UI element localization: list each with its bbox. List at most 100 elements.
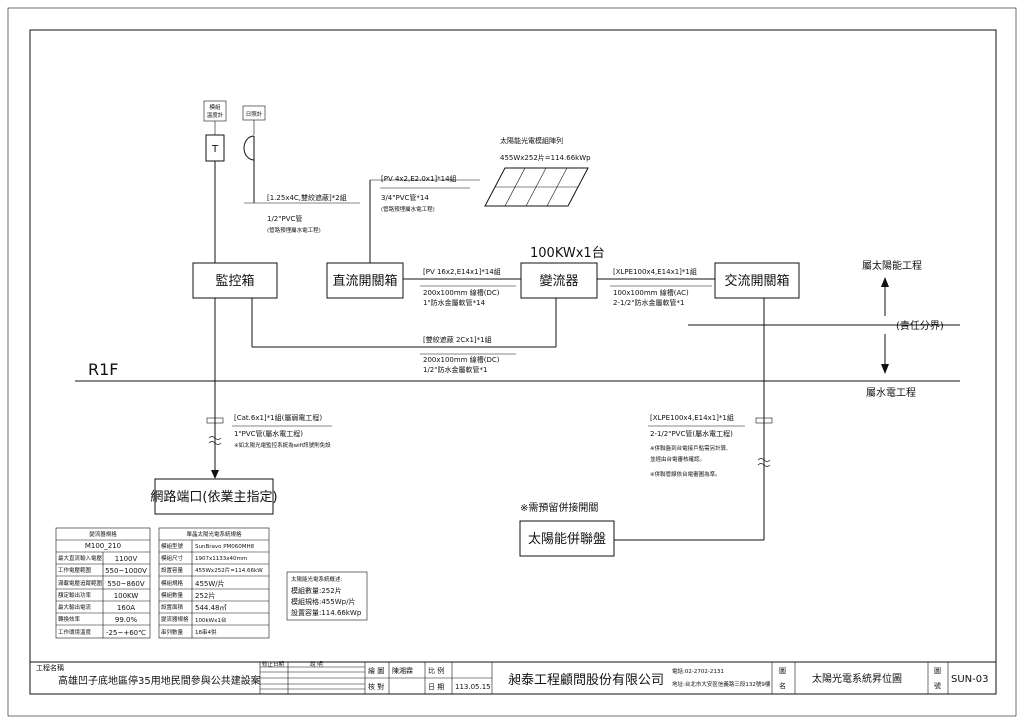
- dc-switch-box-label: 直流開關箱: [332, 273, 397, 289]
- cable-pv-to-dc-note: (管路預埋屬水電工程): [381, 205, 435, 213]
- cable-network-down-conduit: 1"PVC管(屬水電工程): [234, 429, 303, 438]
- cable-ac-down-note-3: ※併聯管線依台電審圖為準。: [650, 470, 721, 478]
- cable-ac-down: [XLPE100x4,E14x1]*1組 2-1/2"PVC管(屬水電工程) ※…: [650, 413, 734, 478]
- monitor-box: 監控箱: [192, 262, 278, 299]
- drawn-by-label: 繪 圖: [368, 666, 384, 675]
- drawing-no-label-1: 圖: [934, 667, 941, 675]
- system-summary: 太陽能光電系統概述: 模組數量:252片 模組規格:455Wp/片 設置容量:1…: [286, 571, 368, 621]
- dc-switch-box: 直流開關箱: [326, 262, 404, 299]
- cable-inverter-to-ac-tray: 100x100mm 線槽(AC): [613, 288, 689, 297]
- company-name: 昶泰工程顧問股份有限公司: [508, 673, 664, 688]
- module-row-0-value: SunBravo PM060MH8: [195, 544, 255, 550]
- cable-monitor-top-spec: [1.25x4C,雙絞遮蔽]*2組: [267, 193, 347, 202]
- date-label: 日 期: [428, 683, 444, 691]
- module-row-4-value: 252片: [195, 591, 215, 600]
- cable-inverter-to-ac-spec: [XLPE100x4,E14x1]*1組: [613, 267, 697, 276]
- module-row-0-key: 模組型號: [161, 542, 184, 550]
- cable-monitor-loop-conduit: 1/2"防水金屬軟管*1: [423, 365, 487, 374]
- revision-date-label: 修正日期: [262, 660, 285, 668]
- cable-ac-down-spec: [XLPE100x4,E14x1]*1組: [650, 413, 734, 422]
- temp-meter: 模組 溫度計 T: [203, 100, 227, 162]
- inverter-row-1-key: 工作電壓範圍: [58, 566, 92, 574]
- pv-array-title: 太陽能光電模組陣列: [500, 136, 563, 145]
- inverter-box: 100KWx1台 變流器: [520, 246, 605, 299]
- inverter-row-3-key: 額定輸出功率: [58, 591, 92, 599]
- module-row-5-key: 設置面積: [161, 603, 184, 611]
- cable-ac-down-conduit: 2-1/2"PVC管(屬水電工程): [650, 429, 733, 438]
- project-name: 高雄凹子底地區停35用地民間參與公共建設案: [58, 674, 261, 687]
- module-row-6-key: 變流器規格: [161, 615, 189, 623]
- cable-monitor-loop: [雙絞遮蔽 2Cx1]*1組 200x100mm 線槽(DC) 1/2"防水金屬…: [423, 335, 500, 374]
- module-row-1-key: 模組尺寸: [161, 554, 184, 562]
- inverter-row-0-key: 最大直流輸入電壓: [58, 554, 103, 562]
- outer-frame: [7, 7, 1017, 717]
- irradiance-meter-label: 日照計: [246, 110, 263, 118]
- monitor-box-label: 監控箱: [215, 273, 254, 289]
- cable-monitor-loop-spec: [雙絞遮蔽 2Cx1]*1組: [423, 335, 492, 344]
- irradiance-meter: 日照計: [242, 105, 266, 161]
- module-row-7-key: 串列數量: [161, 628, 184, 636]
- inner-frame: [29, 29, 997, 695]
- parallel-panel-box: ※需預留併接開關 太陽能併聯盤: [519, 501, 615, 557]
- cable-pv-to-dc-spec: [PV 4x2,E2.0x1]*14組: [381, 174, 457, 183]
- module-row-7-value: 18串4併: [195, 628, 217, 636]
- module-row-3-value: 455W/片: [195, 579, 225, 588]
- drawing-name: 太陽光電系統昇位圖: [812, 672, 902, 685]
- project-name-label: 工程名稱: [36, 663, 64, 672]
- module-row-1-value: 1907x1133x40mm: [195, 556, 247, 562]
- ac-switch-box-label: 交流開關箱: [724, 273, 789, 289]
- ac-switch-box: 交流開關箱: [714, 262, 800, 299]
- company-tel: 電話:02-2702-2131: [672, 667, 724, 675]
- summary-line-3: 設置容量:114.66kWp: [291, 608, 362, 617]
- inverter-table-model: M100_210: [85, 542, 121, 550]
- inverter-spec-table: 變流器規格 M100_210 最大直流輸入電壓 1100V 工作電壓範圍 550…: [55, 527, 151, 639]
- drawing-date: 113.05.15: [455, 683, 491, 691]
- company-address: 地址:台北市大安區信義路三段132號9樓: [672, 680, 771, 688]
- summary-title: 太陽能光電系統概述:: [291, 575, 343, 583]
- inverter-table-title: 變流器規格: [89, 530, 117, 538]
- inverter-row-4-key: 最大輸出電流: [58, 603, 92, 611]
- network-port-label: 網路端口(依業主指定): [150, 489, 277, 505]
- cable-network-down: [Cat.6x1]*1組(屬弱電工程) 1"PVC管(屬水電工程) ※如太陽光電…: [234, 413, 331, 449]
- checked-by-label: 核 對: [368, 682, 384, 691]
- inverter-row-0-value: 1100V: [115, 555, 138, 563]
- inverter-row-3-value: 100KW: [114, 592, 139, 600]
- drawing-no-label-2: 號: [934, 681, 941, 690]
- revision-desc-label: 說 明: [310, 660, 323, 668]
- cable-pv-to-dc: [PV 4x2,E2.0x1]*14組 3/4"PVC管*14 (管路預埋屬水電…: [381, 174, 457, 213]
- floor-label: R1F: [88, 360, 119, 379]
- solar-work-label: 屬太陽能工程: [862, 259, 922, 272]
- summary-line-1: 模組數量:252片: [291, 586, 342, 595]
- cable-inverter-to-ac-conduit: 2-1/2"防水金屬軟管*1: [613, 298, 684, 307]
- inverter-row-6-value: -25~+60℃: [106, 629, 146, 637]
- reserve-note: ※需預留併接開關: [520, 501, 598, 514]
- module-spec-table: 單晶太陽光電系統規格 模組型號 SunBravo PM060MH8 模組尺寸 1…: [158, 527, 270, 639]
- cable-monitor-top-conduit: 1/2"PVC管: [267, 214, 302, 223]
- module-table-title: 單晶太陽光電系統規格: [186, 530, 242, 538]
- cable-dc-to-inverter-spec: [PV 16x2,E14x1]*14組: [423, 267, 501, 276]
- temp-meter-label-2: 溫度計: [207, 111, 224, 119]
- inverter-rating: 100KWx1台: [530, 246, 605, 261]
- inverter-row-2-value: 550~860V: [107, 580, 145, 588]
- drawn-by: 陳湘霖: [392, 666, 413, 675]
- inverter-row-1-value: 550~1000V: [105, 567, 147, 575]
- drawing-name-label-2: 名: [779, 681, 786, 690]
- pv-array-capacity: 455Wx252片=114.66kWp: [500, 153, 591, 162]
- cable-inverter-to-ac: [XLPE100x4,E14x1]*1組 100x100mm 線槽(AC) 2-…: [613, 267, 697, 307]
- module-row-2-value: 455Wx252片=114.66kW: [195, 566, 263, 574]
- module-row-2-key: 設置容量: [161, 566, 184, 574]
- responsibility-boundary-label: (責任分界): [896, 319, 944, 332]
- pv-array: 太陽能光電模組陣列 455Wx252片=114.66kWp: [484, 136, 591, 207]
- cable-dc-to-inverter-conduit: 1"防水金屬軟管*14: [423, 298, 486, 307]
- inverter-row-5-key: 轉換效率: [58, 615, 81, 623]
- drawing-number: SUN-03: [951, 674, 988, 685]
- inverter-row-2-key: 滿載電壓追蹤範圍: [58, 579, 103, 587]
- network-port-box: 網路端口(依業主指定): [150, 478, 278, 515]
- title-block: 工程名稱 高雄凹子底地區停35用地民間參與公共建設案 修正日期 說 明 繪 圖 …: [30, 660, 996, 694]
- wiring: [75, 160, 960, 541]
- parallel-panel-label: 太陽能併聯盤: [528, 532, 606, 547]
- inverter-row-5-value: 99.0%: [115, 616, 138, 624]
- inverter-row-6-key: 工作環境溫度: [58, 628, 92, 636]
- temp-meter-label-1: 模組: [209, 103, 221, 111]
